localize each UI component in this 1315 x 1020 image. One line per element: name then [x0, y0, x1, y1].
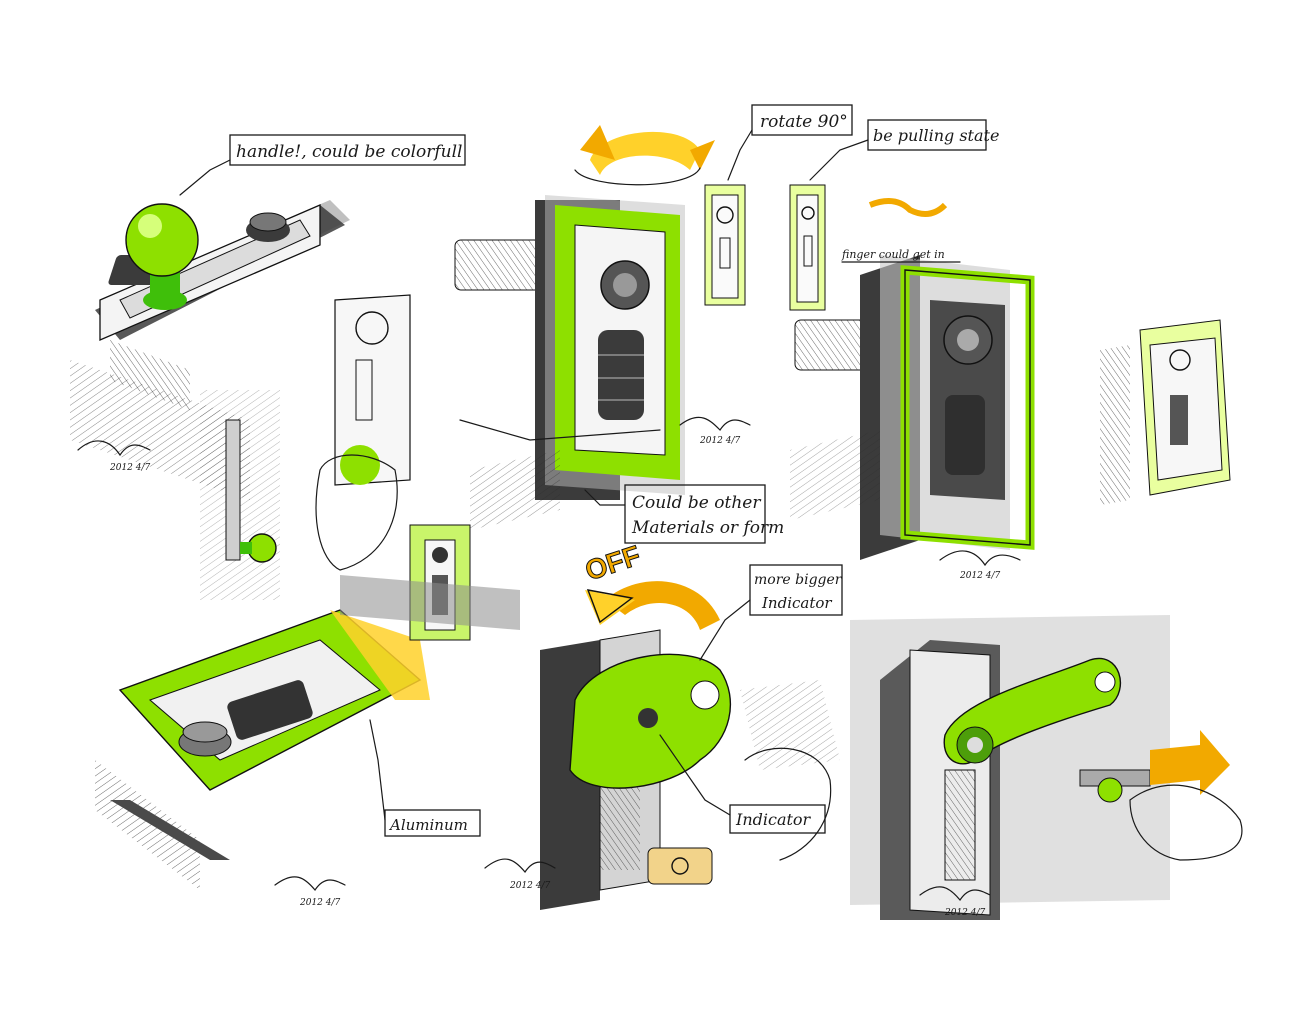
bigger-note-line2: Indicator — [761, 594, 832, 612]
signature-1: 2012 4/7 — [77, 440, 151, 473]
sketch-slim-plate-hand — [315, 294, 411, 571]
sketch-pull-handle-lock — [850, 615, 1243, 920]
sketch-off-indicator-lever — [540, 581, 840, 910]
sketch-pulling-state-lock — [790, 198, 1231, 560]
pulling-note-text: be pulling state — [873, 126, 999, 145]
svg-text:2012 4/7: 2012 4/7 — [109, 463, 151, 473]
handle-note-text: handle!, could be colorfull — [236, 142, 463, 162]
sketch-rotating-frame-lock — [454, 125, 826, 530]
materials-note-line2: Materials or form — [631, 518, 784, 538]
signature-3: 2012 4/7 — [939, 550, 1021, 581]
materials-note-line1: Could be other — [632, 493, 761, 513]
aluminum-note-text: Aluminum — [388, 816, 468, 834]
rotate-note-text: rotate 90° — [760, 112, 848, 132]
sketch-aluminum-sleeve-lock — [95, 524, 520, 890]
signature-4: 2012 4/7 — [274, 876, 346, 908]
svg-text:2012 4/7: 2012 4/7 — [699, 436, 741, 446]
annotation-indicator: Indicator — [659, 734, 826, 834]
signature-2: 2012 4/7 — [679, 416, 751, 446]
signature-5: 2012 4/7 — [484, 858, 556, 891]
svg-text:2012 4/7: 2012 4/7 — [959, 571, 1001, 581]
annotation-bigger-indicator: more bigger Indicator — [699, 564, 843, 661]
annotation-pulling: be pulling state — [809, 119, 999, 181]
annotation-materials: Could be other Materials or form — [584, 484, 784, 544]
sketch-knob-handle-lock — [70, 200, 350, 600]
annotation-aluminum: Aluminum — [369, 719, 481, 837]
annotation-rotate: rotate 90° — [727, 104, 853, 181]
svg-text:2012 4/7: 2012 4/7 — [944, 908, 986, 918]
indicator-note-text: Indicator — [735, 810, 812, 829]
annotation-finger: finger could get in — [841, 248, 961, 263]
bigger-note-line1: more bigger — [754, 572, 843, 588]
annotation-handle: handle!, could be colorfull — [179, 134, 466, 196]
svg-text:2012 4/7: 2012 4/7 — [299, 898, 341, 908]
signature-6: 2012 4/7 — [919, 886, 991, 918]
annotation-off: OFF — [581, 539, 645, 587]
off-label: OFF — [581, 540, 644, 587]
svg-text:2012 4/7: 2012 4/7 — [509, 881, 551, 891]
finger-note-text: finger could get in — [841, 248, 945, 261]
